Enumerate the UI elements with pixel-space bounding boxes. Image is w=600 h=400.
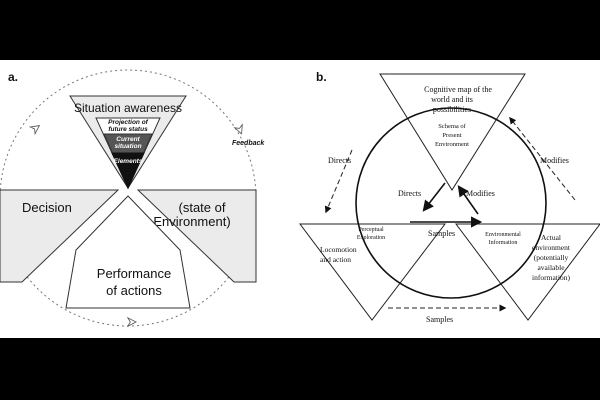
directs-outer-arrow — [324, 149, 353, 214]
cognitive-map-label-1: Cognitive map of the — [424, 85, 492, 94]
locomotion-triangle — [299, 223, 447, 321]
projection-label-1: Projection of — [108, 119, 149, 126]
environmental-information-label-1: Environmental — [485, 232, 521, 238]
actual-environment-label-1: Actual — [541, 233, 561, 242]
modifies-outer-label: Modifies — [540, 156, 569, 165]
environment-label-1: (state of — [179, 200, 226, 215]
current-situation-label-2: situation — [114, 143, 141, 150]
environment-label-2: Environment) — [153, 214, 230, 229]
cognitive-map-triangle — [379, 73, 526, 191]
panel-b: b. Cognitive map of the world and its po… — [299, 70, 600, 324]
actual-environment-label-3: (potentially — [534, 253, 569, 262]
perceptual-cycle-circle — [355, 107, 547, 299]
locomotion-label-2: and action — [320, 255, 351, 264]
actual-environment-label-5: information) — [532, 273, 570, 282]
schema-label-2: Present — [442, 132, 461, 139]
cognitive-map-label-3: possibilities — [433, 105, 471, 114]
modifies-outer-arrow — [509, 116, 576, 201]
panel-a-label: a. — [8, 70, 18, 84]
decision-label: Decision — [22, 200, 72, 215]
environment-wedge — [136, 189, 257, 283]
actual-environment-label-4: available — [537, 263, 565, 272]
schema-label-3: Environment — [435, 141, 469, 148]
samples-inner-label: Samples — [428, 229, 455, 238]
panel-b-label: b. — [316, 70, 327, 84]
elements-label: Elements — [114, 158, 143, 165]
actual-environment-label-2: environment — [532, 243, 571, 252]
performance-label-2: of actions — [106, 283, 162, 298]
modifies-inner-label: Modifies — [466, 189, 495, 198]
perceptual-exploration-label-1: Perceptual — [358, 227, 384, 233]
current-situation-label-1: Current — [116, 136, 140, 143]
cognitive-map-label-2: world and its — [431, 95, 473, 104]
elements-core — [111, 152, 145, 190]
modifies-inner-arrow — [457, 185, 479, 215]
feedback-label: Feedback — [232, 140, 265, 147]
samples-outer-label: Samples — [426, 315, 453, 324]
performance-wedge — [65, 195, 191, 309]
schema-label-1: Schema of — [438, 123, 466, 130]
panel-a: a. Situation awareness Projection of fut… — [0, 69, 265, 326]
directs-inner-arrow — [422, 182, 446, 212]
actual-environment-triangle — [455, 223, 600, 321]
situation-awareness-label: Situation awareness — [74, 101, 182, 115]
directs-inner-label: Directs — [398, 189, 421, 198]
decision-wedge — [0, 189, 120, 283]
projection-label-2: future status — [108, 126, 148, 133]
directs-outer-label: Directs — [328, 156, 351, 165]
perceptual-exploration-label-2: Exploration — [357, 235, 385, 241]
locomotion-label-1: Locomotion — [320, 245, 357, 254]
environmental-information-label-2: Information — [489, 239, 518, 246]
performance-label-1: Performance — [97, 266, 171, 281]
